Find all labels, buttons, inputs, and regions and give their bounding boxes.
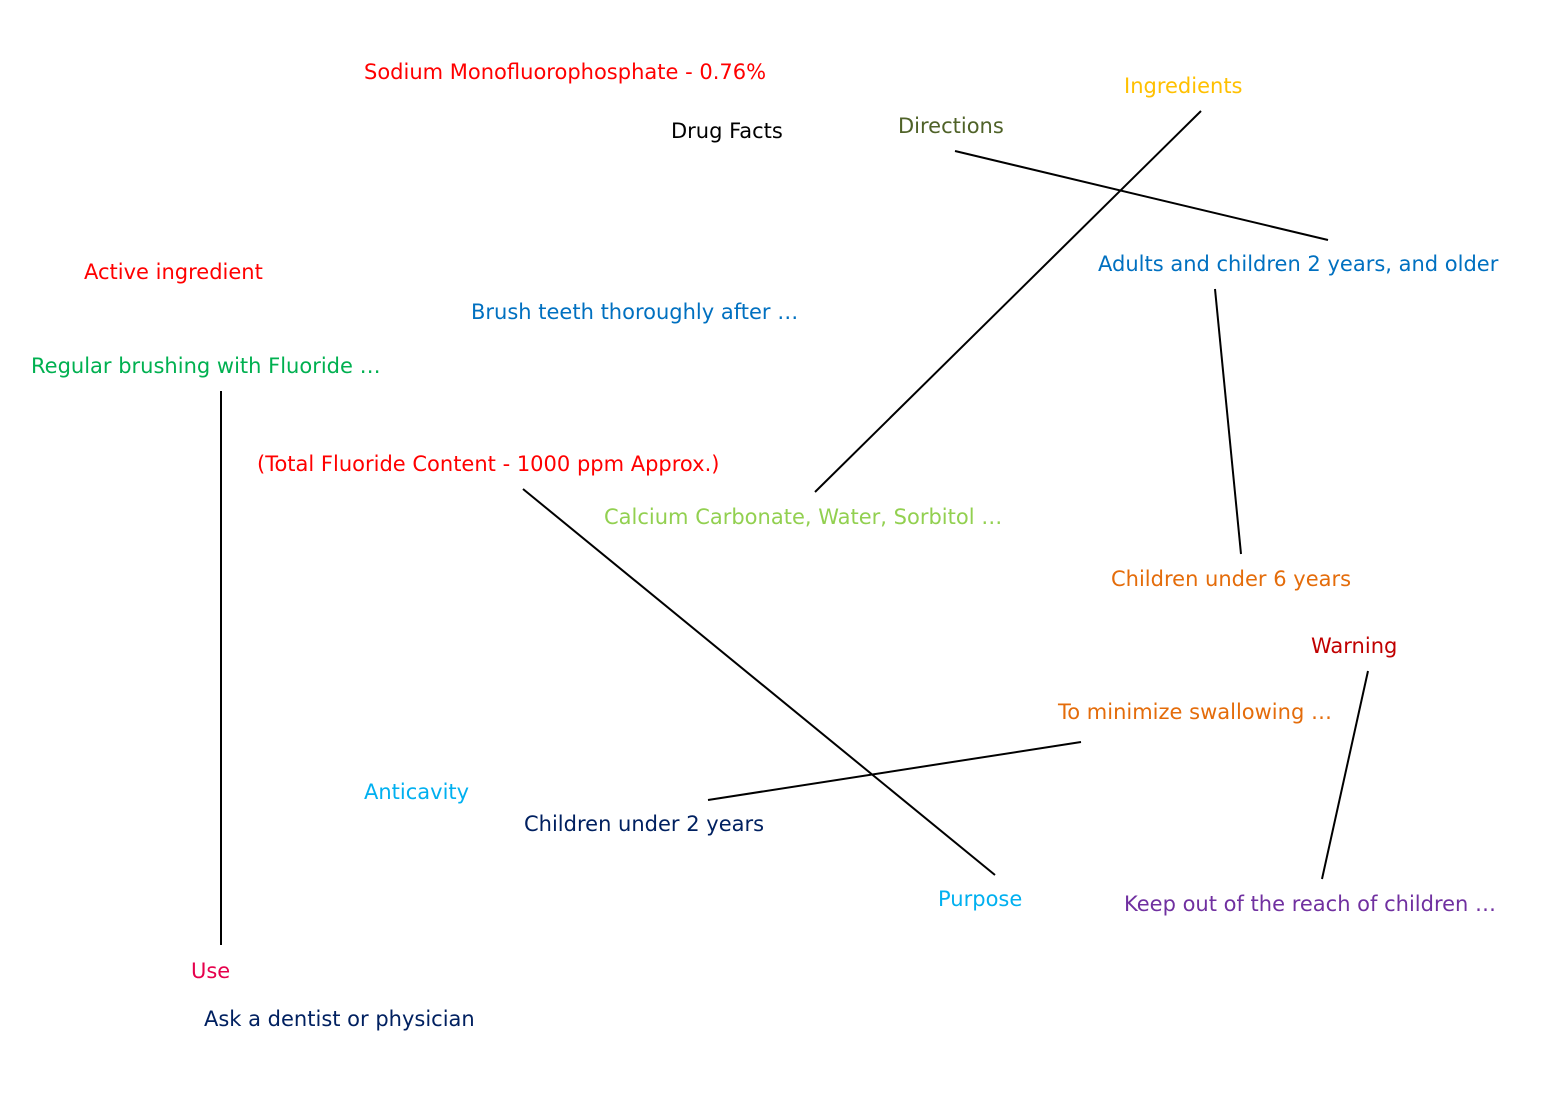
node-active-ingredient: Active ingredient bbox=[84, 260, 263, 284]
node-directions: Directions bbox=[898, 114, 1004, 138]
node-total-fluoride-content: (Total Fluoride Content - 1000 ppm Appro… bbox=[257, 452, 720, 476]
node-drug-facts: Drug Facts bbox=[671, 119, 783, 143]
link-minimize-children2 bbox=[707, 741, 1082, 801]
link-adults-children6 bbox=[1214, 288, 1242, 555]
node-children-under-2: Children under 2 years bbox=[524, 812, 765, 836]
node-ingredients: Ingredients bbox=[1124, 74, 1243, 98]
node-purpose: Purpose bbox=[938, 887, 1023, 911]
node-ask-dentist: Ask a dentist or physician bbox=[204, 1007, 475, 1031]
node-adults-and-children: Adults and children 2 years, and older bbox=[1098, 252, 1499, 276]
node-sodium-monofluorophosphate: Sodium Monofluorophosphate - 0.76% bbox=[364, 60, 767, 84]
node-warning: Warning bbox=[1311, 634, 1398, 658]
node-anticavity: Anticavity bbox=[364, 780, 470, 804]
link-total-fluoride-purpose bbox=[522, 488, 996, 876]
link-warning-keep-out bbox=[1321, 670, 1369, 880]
node-children-under-6: Children under 6 years bbox=[1111, 567, 1352, 591]
link-ingredients-calcium bbox=[814, 110, 1202, 493]
node-minimize-swallowing: To minimize swallowing … bbox=[1058, 700, 1332, 724]
node-brush-teeth: Brush teeth thoroughly after … bbox=[471, 300, 799, 324]
link-directions-adults bbox=[954, 150, 1329, 241]
node-use: Use bbox=[191, 959, 231, 983]
node-regular-brushing: Regular brushing with Fluoride … bbox=[31, 354, 381, 378]
node-keep-out-of-reach: Keep out of the reach of children … bbox=[1124, 892, 1497, 916]
node-calcium-carbonate: Calcium Carbonate, Water, Sorbitol … bbox=[604, 505, 1003, 529]
